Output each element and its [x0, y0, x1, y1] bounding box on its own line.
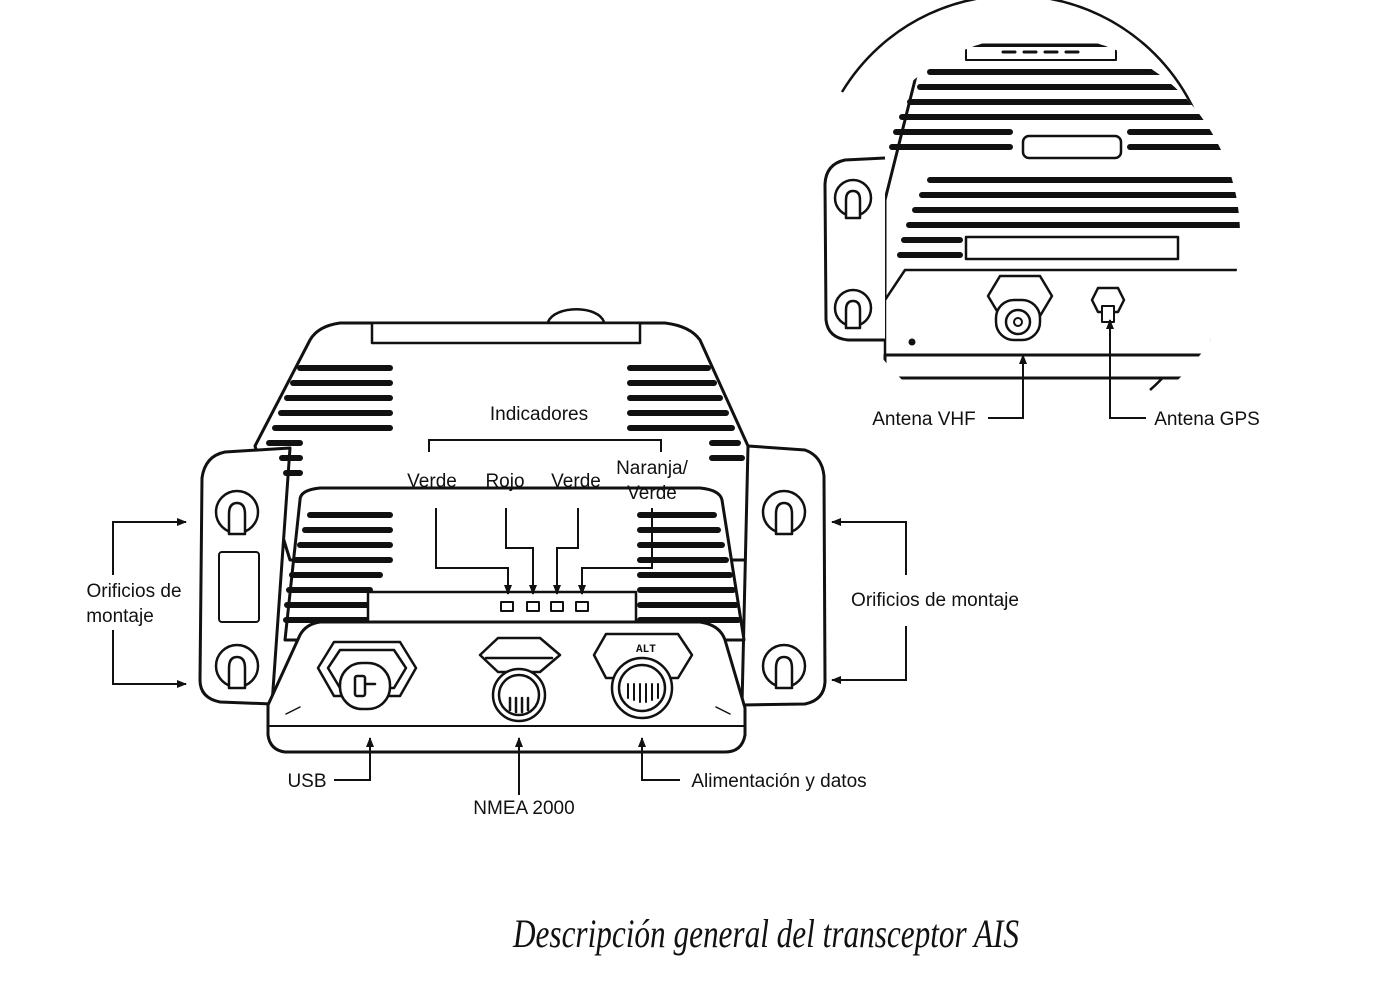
indicators-bracket — [428, 439, 662, 452]
inset-mounting-ear — [823, 156, 886, 342]
nmea-label: NMEA 2000 — [473, 798, 574, 819]
led-2-leader — [505, 508, 537, 595]
indicators-title: Indicadores — [490, 404, 588, 425]
lower-fins-left — [283, 512, 393, 623]
mount-hole-left-top — [214, 489, 260, 536]
led-1-label: Verde — [407, 471, 457, 492]
gps-label: Antena GPS — [1154, 409, 1260, 430]
mount-right-bracket-top — [831, 518, 907, 575]
inset-illustration — [823, 0, 1240, 391]
nmea2000-connector — [478, 636, 562, 723]
leader-lines — [112, 319, 1146, 795]
upper-fins-right — [627, 365, 745, 461]
led-3-label: Verde — [551, 471, 601, 492]
power-label: Alimentación y datos — [691, 771, 866, 792]
mount-left-label-line2: montaje — [86, 606, 154, 627]
mount-right-bracket-bottom — [831, 626, 907, 684]
upper-fins-left — [266, 365, 393, 476]
mount-left-bracket-bottom — [112, 630, 187, 688]
led-4-label-line2: Verde — [627, 483, 677, 504]
left-side-label — [218, 551, 260, 623]
led-3-leader — [553, 508, 579, 595]
led-4-label-line1: Naranja/ — [616, 458, 689, 479]
usb-leader — [334, 737, 374, 781]
led-2-red — [526, 601, 540, 612]
connector-marking: ALT — [636, 644, 656, 656]
mount-hole-left-bottom — [214, 643, 260, 690]
vhf-label: Antena VHF — [872, 409, 976, 430]
led-1-green — [500, 601, 514, 612]
top-knob — [546, 308, 606, 324]
gps-leader — [1106, 319, 1146, 419]
mount-hole-right-bottom — [761, 643, 807, 690]
led-2-label: Rojo — [485, 471, 524, 492]
led-3-green — [550, 601, 564, 612]
power-leader — [638, 737, 680, 781]
mount-hole-right-top — [761, 489, 807, 536]
power-data-connector — [592, 632, 694, 720]
figure-caption: Descripción general del transceptor AIS — [512, 911, 1019, 956]
vhf-leader — [988, 354, 1027, 419]
main-device-illustration — [198, 308, 827, 754]
usb-connector — [316, 640, 418, 711]
led-1-leader — [435, 508, 512, 595]
mount-left-bracket-top — [112, 518, 187, 575]
mount-left-label-line1: Orificios de — [86, 581, 181, 602]
usb-label: USB — [287, 771, 326, 792]
led-4-leader — [578, 508, 653, 595]
led-4-orange-green — [575, 601, 589, 612]
mount-right-label: Orificios de montaje — [851, 590, 1019, 611]
top-label-strip — [370, 321, 642, 345]
